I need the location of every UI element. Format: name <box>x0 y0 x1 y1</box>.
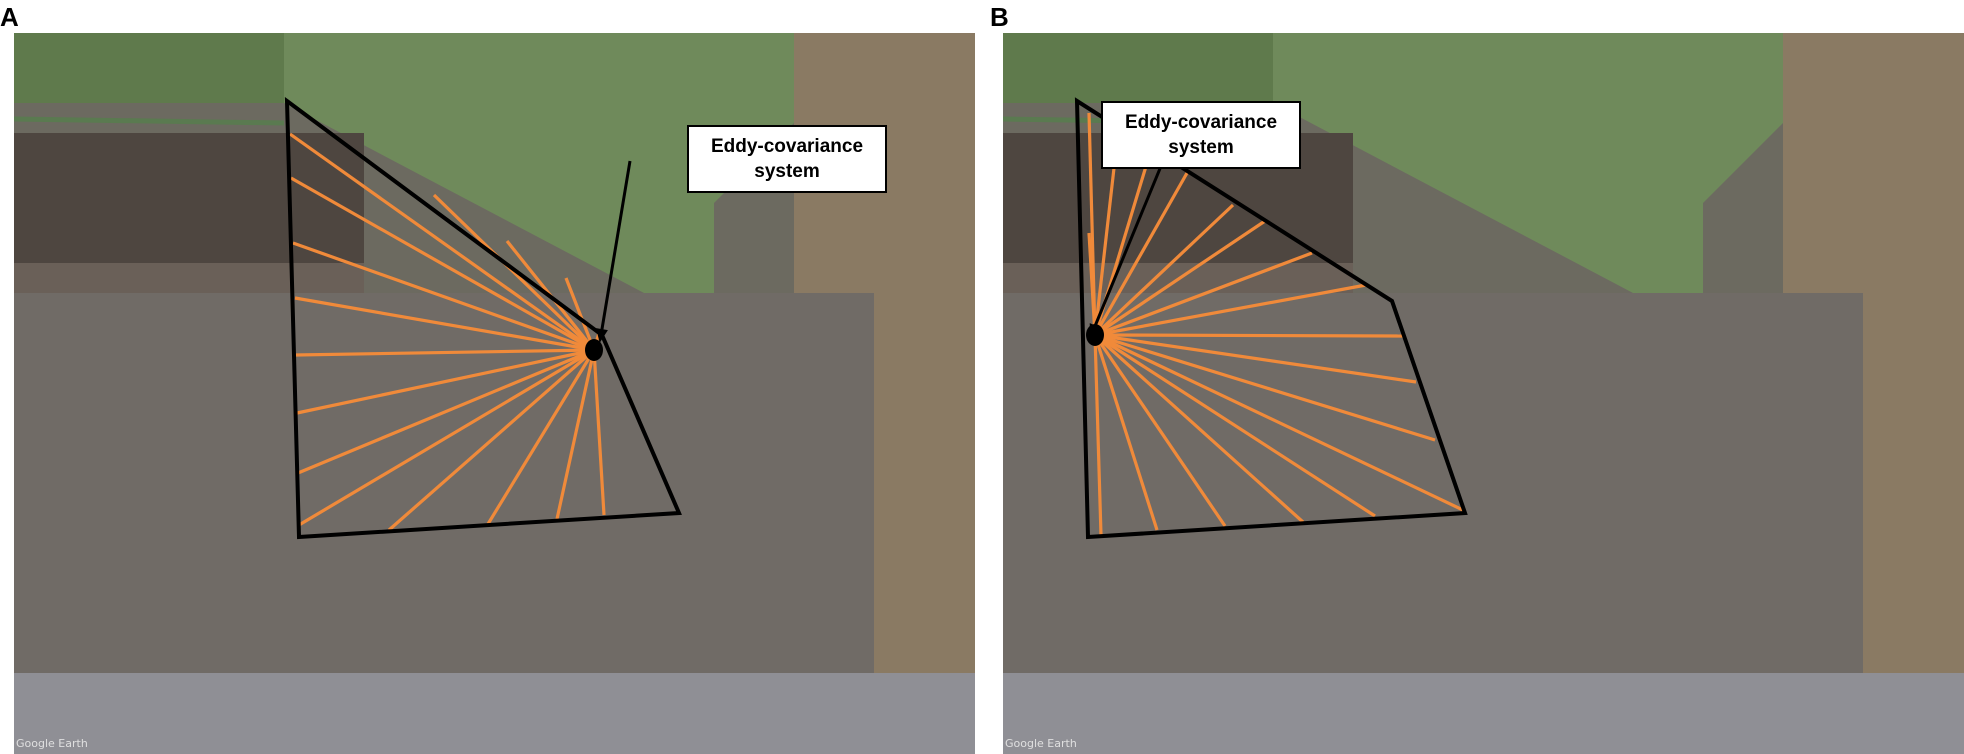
callout-arrow-b <box>1091 136 1175 332</box>
callout-label-b: Eddy-covariance system <box>1101 101 1301 169</box>
footprint-ray <box>298 348 595 527</box>
callout-arrow-a <box>599 160 632 336</box>
ray-group-b <box>1087 112 1466 536</box>
aerial-image-b: Eddy-covariance system Google Earth <box>1003 33 1964 754</box>
bottom-crop-a <box>14 673 975 754</box>
tower-dot <box>585 339 603 361</box>
footprint-ray <box>1094 333 1466 513</box>
footprint-ray <box>296 348 595 415</box>
footprint-ray <box>294 296 595 352</box>
field-strip-a <box>14 263 364 293</box>
footprint-ray <box>555 349 596 520</box>
callout-arrowhead-b <box>1089 323 1101 339</box>
footprint-ray <box>289 132 595 352</box>
footprint-ray <box>1093 334 1227 527</box>
footprint-ray <box>1094 283 1367 337</box>
field-boundary-b <box>1074 97 1468 540</box>
footprint-ray <box>1094 219 1266 337</box>
footprint-ray <box>1093 334 1159 531</box>
footprint-ray <box>1093 333 1305 524</box>
footprint-ray <box>292 241 595 352</box>
farmstead-area-b <box>1003 33 1273 103</box>
callout-label-a: Eddy-covariance system <box>687 125 887 193</box>
footprint-ray <box>297 348 595 475</box>
main-field-b <box>1003 293 1863 673</box>
footprint-ray <box>1093 203 1235 337</box>
footprint-ray <box>1094 333 1436 442</box>
tower-marker-a <box>585 339 603 361</box>
ray-group-a <box>289 132 606 532</box>
footprint-ray <box>387 348 596 532</box>
track-a <box>14 116 285 126</box>
footprint-ray <box>1093 172 1189 336</box>
footprint-ray <box>432 193 596 352</box>
panel-label-b: B <box>990 2 1009 32</box>
dark-field-a <box>14 133 364 263</box>
farmstead-area-a <box>14 33 284 103</box>
footprint-ray <box>564 277 596 351</box>
dirt-field-b <box>1763 33 1964 754</box>
watermark-b: Google Earth <box>1005 737 1077 750</box>
footprint-ray <box>1087 232 1097 336</box>
dirt-field-a <box>774 33 975 754</box>
footprint-ray <box>1094 333 1376 518</box>
watermark-a: Google Earth <box>16 737 88 750</box>
aerial-map-b <box>1003 33 1964 754</box>
footprint-ray <box>486 349 596 525</box>
footprint-ray <box>1094 251 1313 337</box>
footprint-ray <box>592 349 606 516</box>
field-boundary-a <box>284 96 682 540</box>
bottom-crop-b <box>1003 673 1964 754</box>
callout-arrowhead-a <box>596 328 608 343</box>
footprint-ray <box>1094 333 1417 384</box>
footprint-ray <box>1094 333 1406 338</box>
footprint-ray <box>295 348 595 357</box>
aerial-image-a: Eddy-covariance system Google Earth <box>14 33 975 754</box>
panel-label-a: A <box>0 2 19 32</box>
footprint-ray <box>1093 334 1103 536</box>
footprint-ray <box>290 176 595 352</box>
